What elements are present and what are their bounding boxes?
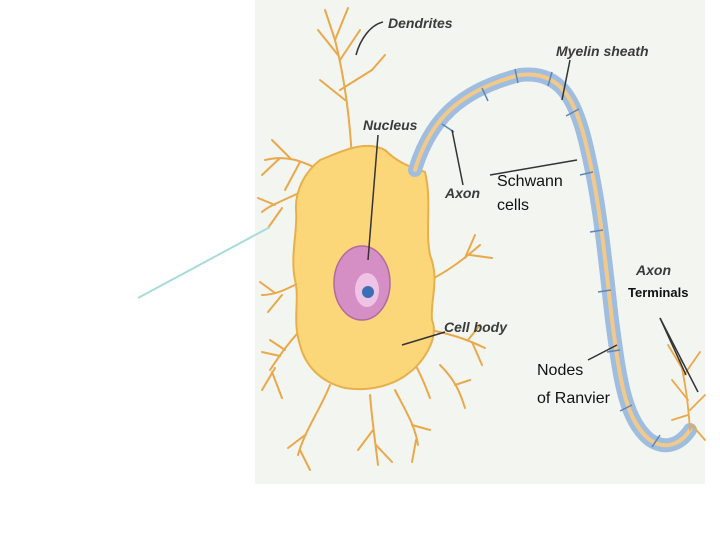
label-schwann-cells-2: cells — [497, 197, 529, 214]
nucleolus — [362, 286, 374, 298]
pointer-arrow — [137, 226, 271, 299]
leader-lines — [355, 21, 699, 393]
label-schwann-cells-1: Schwann — [497, 173, 563, 190]
label-axon-terminals-1: Axon — [635, 262, 671, 278]
label-nucleus: Nucleus — [363, 117, 418, 133]
label-axon-terminals-2: Terminals — [628, 285, 688, 300]
label-nodes-of-ranvier-2: of Ranvier — [537, 390, 611, 407]
label-myelin-sheath: Myelin sheath — [556, 43, 649, 59]
label-dendrites: Dendrites — [388, 15, 453, 31]
label-axon: Axon — [444, 185, 480, 201]
label-nodes-of-ranvier-1: Nodes — [537, 362, 583, 379]
label-cell-body: Cell body — [444, 319, 508, 335]
